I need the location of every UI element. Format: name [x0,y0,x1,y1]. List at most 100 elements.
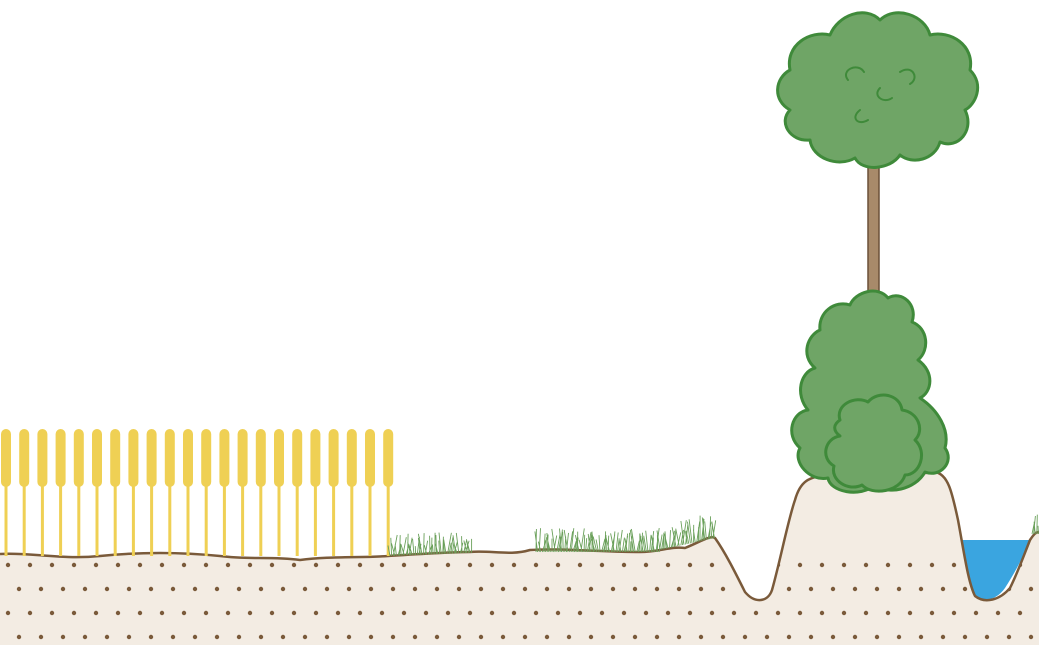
soil-dot [424,611,428,615]
soil-dot [710,563,714,567]
soil-dot [127,587,131,591]
soil-dot [809,587,813,591]
soil-dot [402,563,406,567]
crop-head [37,429,47,487]
soil-dot [677,635,681,639]
soil-dot [248,563,252,567]
soil-dot [160,563,164,567]
soil-dot [94,611,98,615]
soil-dot [127,635,131,639]
soil-dot [314,611,318,615]
soil-dot [512,611,516,615]
soil-dot [600,611,604,615]
soil-dot [545,587,549,591]
soil-dot [193,635,197,639]
soil-dot [963,587,967,591]
soil-dot [369,635,373,639]
soil-dot [391,587,395,591]
soil-dot [237,587,241,591]
soil-dot [512,563,516,567]
soil-dot [556,563,560,567]
soil-dot [281,587,285,591]
soil-dot [435,635,439,639]
soil-dot [765,587,769,591]
soil-dot [633,587,637,591]
soil-dot [226,563,230,567]
soil-dot [292,611,296,615]
soil-dot [160,611,164,615]
soil-dot [61,587,65,591]
soil-dot [754,611,758,615]
soil-dot [380,611,384,615]
crop-head [365,429,375,487]
soil-dot [688,611,692,615]
soil-dot [149,635,153,639]
soil-body [0,472,1039,645]
grass-strip-left [388,533,472,556]
soil-dot [380,563,384,567]
soil-dot [237,635,241,639]
soil-dot [303,635,307,639]
soil-dot [677,587,681,591]
soil-dot [952,611,956,615]
soil-dot [666,563,670,567]
soil-dot [259,635,263,639]
soil-dot [897,587,901,591]
soil-dot [413,635,417,639]
crop-head [74,429,84,487]
crop-head [128,429,138,487]
soil-dot [248,611,252,615]
soil-dot [611,635,615,639]
crop-head [219,429,229,487]
soil-dot [50,563,54,567]
soil-dot [457,587,461,591]
soil-dot [303,587,307,591]
soil-dot [622,563,626,567]
soil-dot [72,563,76,567]
soil-dot [171,587,175,591]
soil-dot [149,587,153,591]
soil-dot [831,635,835,639]
soil-dot [435,587,439,591]
crop-head [256,429,266,487]
crop-head [165,429,175,487]
soil-dot [171,635,175,639]
soil-dot [699,635,703,639]
soil-dot [391,635,395,639]
soil-dot [644,563,648,567]
crop-head [347,429,357,487]
soil-dot [50,611,54,615]
soil-dot [182,563,186,567]
soil-dot [138,611,142,615]
soil-dot [215,587,219,591]
crop-head [147,429,157,487]
soil-dot [215,635,219,639]
soil-dot [941,635,945,639]
soil-dot [83,635,87,639]
soil-dot [204,563,208,567]
soil-dot [787,635,791,639]
soil-dot [721,635,725,639]
soil-dot [545,635,549,639]
crop-head [110,429,120,487]
soil-dot [116,563,120,567]
soil-dot [644,611,648,615]
soil-dot [281,635,285,639]
soil-dot [270,563,274,567]
soil-dot [622,611,626,615]
soil-dot [996,611,1000,615]
soil-dot [479,635,483,639]
crop-head [329,429,339,487]
crop-head [1,429,11,487]
soil-dot [325,635,329,639]
crop-head [383,429,393,487]
grass-buffer [535,528,662,552]
soil-dot [292,563,296,567]
soil-dot [446,563,450,567]
soil-dot [138,563,142,567]
soil-dot [270,611,274,615]
soil-dot [490,563,494,567]
soil-dot [864,563,868,567]
soil-dot [204,611,208,615]
